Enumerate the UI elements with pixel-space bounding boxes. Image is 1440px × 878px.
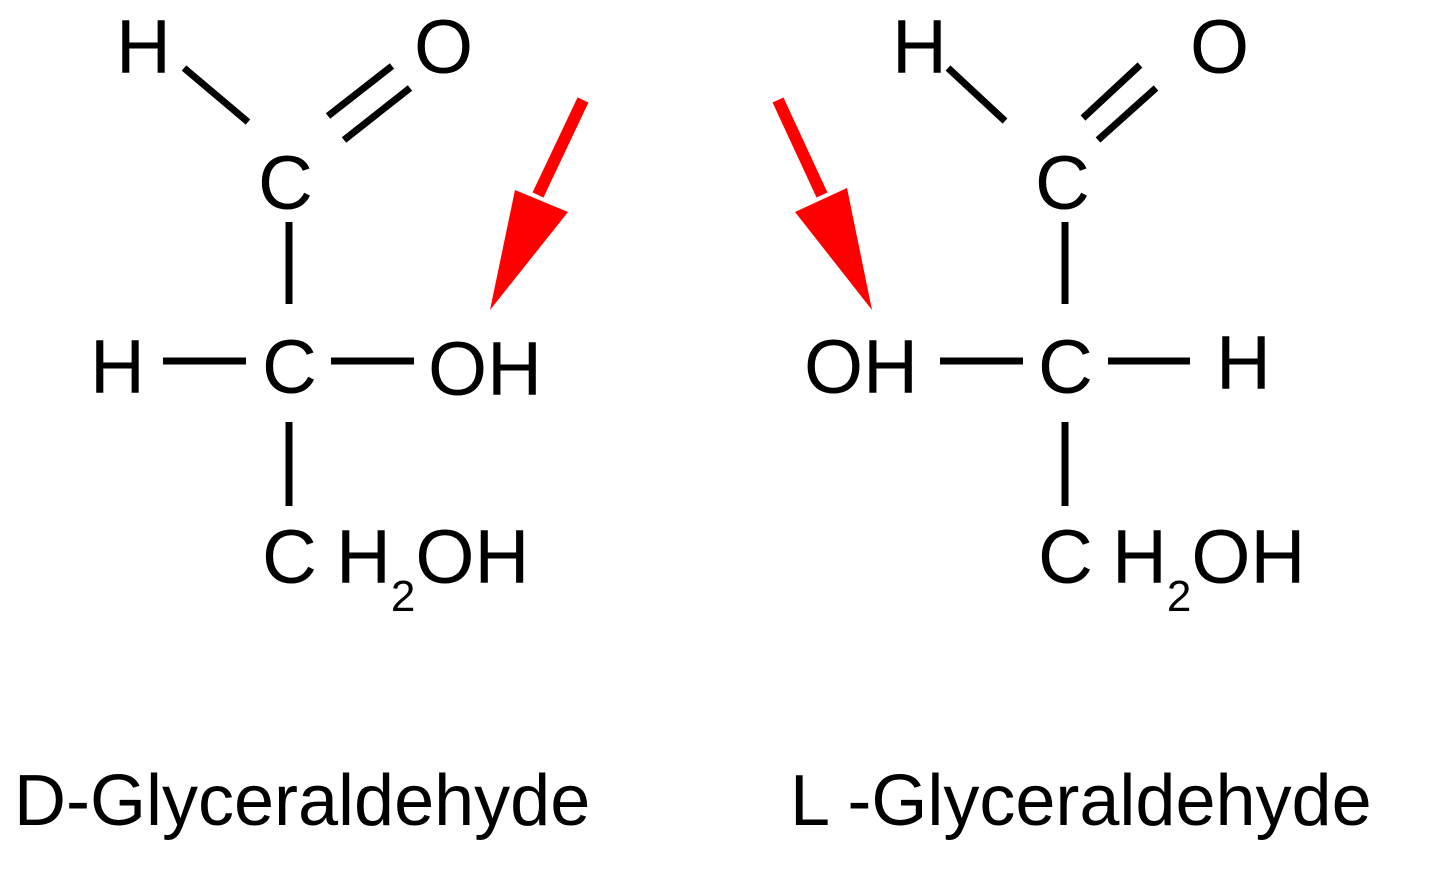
l-right-hydrogen: H <box>1216 321 1271 406</box>
d-glyceraldehyde-label: D-Glyceraldehyde <box>14 761 591 841</box>
d-ch2oh-group: H2OH <box>336 515 530 621</box>
d-carbon-3: C <box>262 515 317 600</box>
l-bonds <box>940 62 1190 506</box>
d-right-hydroxyl: OH <box>428 327 542 412</box>
d-top-oxygen: O <box>414 5 474 90</box>
l-carbon-3: C <box>1038 515 1093 600</box>
l-carbon-2: C <box>1038 325 1093 410</box>
l-arrow-icon <box>772 97 872 310</box>
l-top-hydrogen: H <box>892 5 947 90</box>
d-arrow-icon <box>490 97 589 310</box>
d-carbon-2: C <box>262 325 317 410</box>
l-glyceraldehyde-label: L -Glyceraldehyde <box>790 761 1372 841</box>
l-ch2oh-group: H2OH <box>1112 515 1306 621</box>
l-top-oxygen: O <box>1190 5 1250 90</box>
l-left-hydroxyl: OH <box>804 325 918 410</box>
d-bonds <box>163 63 414 506</box>
d-top-hydrogen: H <box>116 5 171 90</box>
d-carbon-1: C <box>258 141 313 226</box>
l-carbon-1: C <box>1035 141 1090 226</box>
d-left-hydrogen: H <box>90 325 145 410</box>
